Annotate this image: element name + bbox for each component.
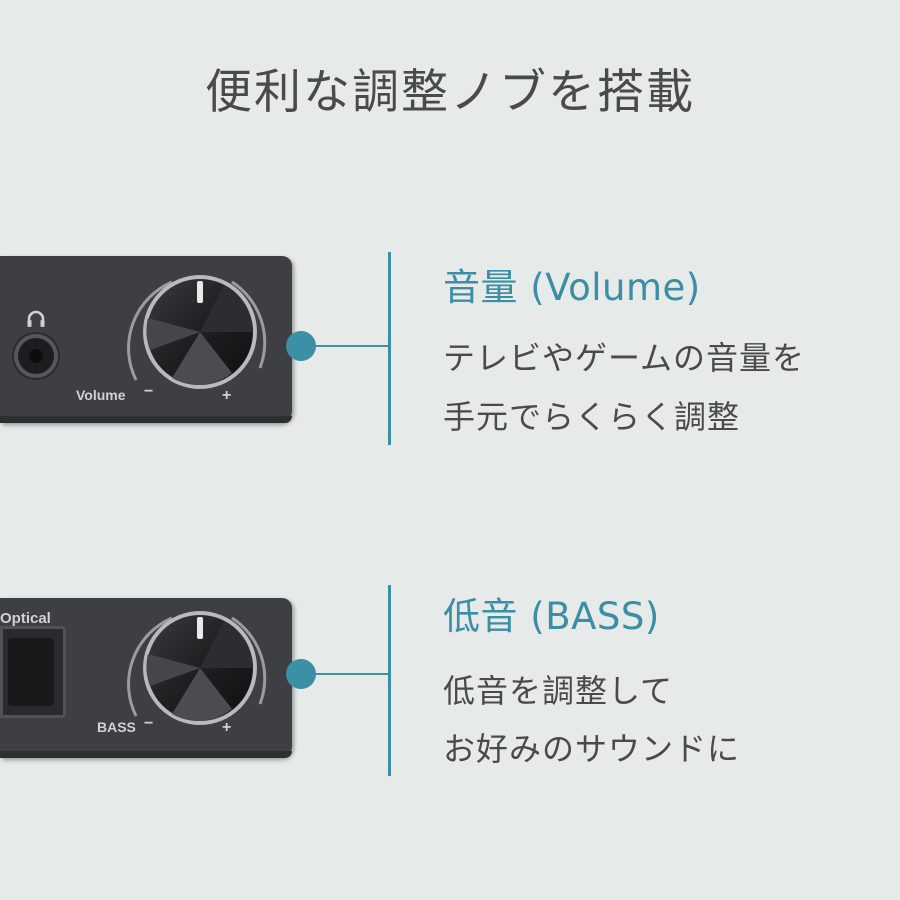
- bass-plus-sign: +: [222, 719, 232, 736]
- headphone-icon: [26, 310, 46, 332]
- bass-heading: 低音 (BASS): [443, 595, 660, 638]
- page-title: 便利な調整ノブを搭載: [205, 65, 695, 120]
- bass-divider: [388, 585, 391, 776]
- bass-description-line-2: お好みのサウンドに: [443, 730, 741, 768]
- device-bass-panel: Optical BASS − +: [0, 598, 292, 758]
- volume-panel-label: Volume: [76, 387, 126, 403]
- volume-plus-sign: +: [222, 387, 232, 404]
- bass-panel-label: BASS: [97, 719, 136, 735]
- bass-connector-line: [310, 673, 390, 675]
- volume-minus-sign: −: [144, 383, 154, 400]
- optical-port-label: Optical: [0, 610, 51, 627]
- volume-description-line-1: テレビやゲームの音量を: [443, 339, 806, 377]
- device-volume-panel: Volume − +: [0, 256, 292, 423]
- volume-heading: 音量 (Volume): [443, 266, 701, 309]
- volume-knob[interactable]: [112, 268, 292, 418]
- volume-divider: [388, 252, 391, 445]
- headphone-jack: [14, 334, 58, 378]
- bass-description-line-1: 低音を調整して: [443, 672, 674, 710]
- optical-port: [0, 626, 66, 718]
- volume-connector-line: [310, 345, 390, 347]
- bass-minus-sign: −: [144, 715, 154, 732]
- volume-description-line-2: 手元でらくらく調整: [443, 398, 741, 436]
- bass-knob[interactable]: [112, 604, 292, 754]
